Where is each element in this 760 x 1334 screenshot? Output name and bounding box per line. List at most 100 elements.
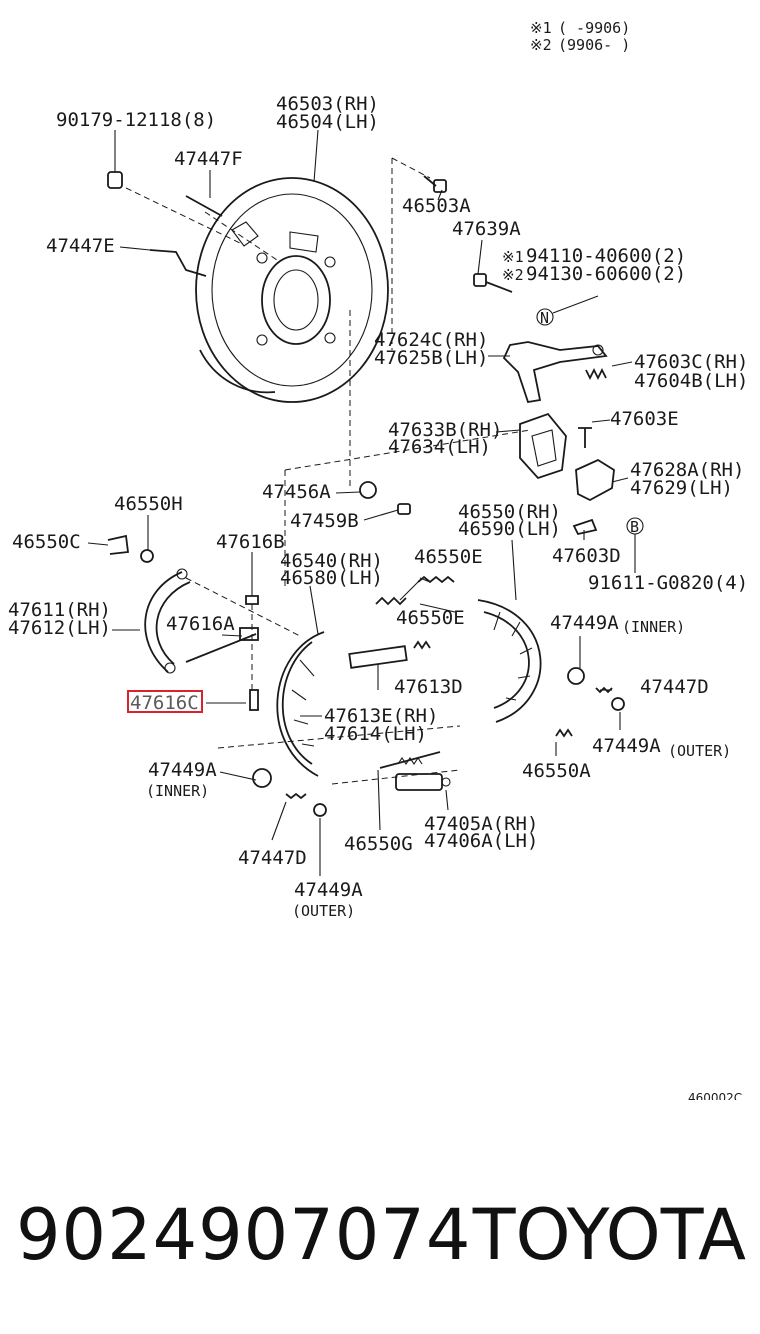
label-47639a: 47639A [452,218,521,240]
label-47603d: 47603D [552,545,621,567]
label-46550e-lower: 46550E [396,607,465,629]
label-94110-mark: ※1 [502,248,524,266]
label-46550h: 46550H [114,493,183,515]
label-47449a-inner-left: 47449A [148,759,217,781]
label-94130-60600: 94130-60600(2) [526,263,686,285]
label-47628a-rh: 47628A(RH) [630,459,744,481]
label-47634-lh: 47634(LH) [388,436,491,458]
label-47447d-left: 47447D [238,847,307,869]
pin-47447f-drawing [185,195,223,217]
label-46550e-upper: 46550E [414,546,483,568]
label-47447e: 47447E [46,235,115,257]
note-1-mark: ※1 [530,19,552,37]
label-47449a-outer-left: 47449A [294,879,363,901]
spring-47447d-left-drawing [285,792,307,800]
cylinder-47405a-drawing [379,751,451,791]
label-47616a: 47616A [166,613,235,635]
label-46503a: 46503A [402,195,471,217]
label-47616b: 47616B [216,531,285,553]
label-47405a-rh: 47405A(RH) [424,813,538,835]
label-46550a: 46550A [522,760,591,782]
label-90179-12118: 90179-12118(8) [56,109,216,131]
label-46503-rh: 46503(RH) [276,93,379,115]
label-47603e: 47603E [610,408,679,430]
bracket-47633b-drawing [519,412,567,480]
spring-47603c-drawing [585,367,607,381]
clip-47603d-drawing [572,518,598,536]
label-94110-40600: 94110-40600(2) [526,245,686,267]
adjuster-47616a-drawing [185,627,259,663]
bracket-47628a-drawing [575,458,615,502]
nut-90179-drawing [107,171,123,189]
label-47456a: 47456A [262,481,331,503]
washer-47449a-inner-right-drawing [567,667,585,685]
label-47406a-lh: 47406A(LH) [424,830,538,852]
pin-47616c-drawing [249,689,259,711]
washer-47449a-outer-left-drawing [313,803,327,817]
label-outer-right: (OUTER) [668,742,731,760]
label-94130-mark: ※2 [502,266,524,284]
label-47629-lh: 47629(LH) [630,477,733,499]
shoe-47611-drawing [144,568,191,674]
label-inner-right: (INNER) [622,618,685,636]
bolt-46503a-drawing [423,175,447,193]
shoe-46540-drawing [276,631,325,777]
label-47447f: 47447F [174,148,243,170]
label-46550-rh: 46550(RH) [458,501,561,523]
label-47624c-rh: 47624C(RH) [374,329,488,351]
label-47625b-lh: 47625B(LH) [374,347,488,369]
washer-47449a-inner-left-drawing [252,768,272,788]
backing-plate-drawing [195,177,389,403]
label-outer-left: (OUTER) [292,902,355,920]
label-91611-g0820: 91611-G0820(4) [588,572,748,594]
shoe-46550-drawing [477,599,542,723]
label-47633b-rh: 47633B(RH) [388,419,502,441]
label-46540-rh: 46540(RH) [280,550,383,572]
label-47449a-outer-right: 47449A [592,735,661,757]
marker-n-circle [536,308,554,326]
label-46550g: 46550G [344,833,413,855]
footer: 9024907074 TOYOTA [0,1185,760,1285]
parts-diagram: ※1 ( -9906) ※2 (9906- ) N [8,19,748,1100]
clip-46550h-drawing [140,549,154,563]
spring-46550e-upper-drawing [417,575,455,584]
diagram-code: 460002C [688,1091,742,1100]
marker-b-label: B [630,518,639,536]
clip-47616b-drawing [245,595,259,605]
label-47447d-right: 47447D [640,676,709,698]
note-1-range: ( -9906) [558,19,630,37]
note-2-range: (9906- ) [558,36,630,54]
label-inner-left: (INNER) [146,782,209,800]
strut-47613d-drawing [348,640,431,669]
label-47613e-rh: 47613E(RH) [324,705,438,727]
label-47604b-lh: 47604B(LH) [634,370,748,392]
clip-46550c-drawing [107,534,130,555]
label-46580-lh: 46580(LH) [280,567,383,589]
lever-47624c-drawing [502,341,608,404]
highlight-box-47616c [127,690,203,713]
label-46504-lh: 46504(LH) [276,111,379,133]
clip-47456a-drawing [359,481,377,499]
spring-47447d-right-drawing [595,686,613,694]
part-number: 9024907074 [16,1194,472,1276]
note-2-mark: ※2 [530,36,552,54]
label-47603c-rh: 47603C(RH) [634,351,748,373]
washer-47449a-outer-right-drawing [611,697,625,711]
label-47459b: 47459B [290,510,359,532]
label-47612-lh: 47612(LH) [8,617,111,639]
bolt-47639a-drawing [473,273,513,293]
label-46550c: 46550C [12,531,81,553]
guide-47447e-drawing [149,249,207,277]
brand-name: TOYOTA [472,1194,746,1276]
bolt-47459b-drawing [397,503,411,515]
spring-46550a-drawing [555,728,573,738]
spring-46550e-lower-drawing [375,596,407,606]
label-47614-lh: 47614(LH) [324,723,427,745]
label-47616c-highlighted: 47616C [130,692,199,714]
label-46590-lh: 46590(LH) [458,518,561,540]
label-47449a-inner-right: 47449A [550,612,619,634]
pin-47603e-drawing [578,427,592,448]
marker-n-label: N [540,309,549,327]
label-47613d: 47613D [394,676,463,698]
label-47611-rh: 47611(RH) [8,599,111,621]
